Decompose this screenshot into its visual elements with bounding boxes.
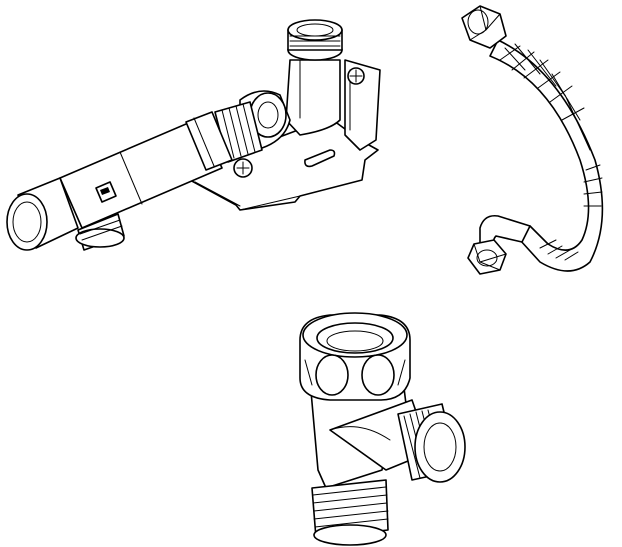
tee-fitting-icon <box>299 312 466 546</box>
braided-hose-icon <box>461 5 604 275</box>
valve-assembly-with-bracket-icon <box>6 19 381 251</box>
